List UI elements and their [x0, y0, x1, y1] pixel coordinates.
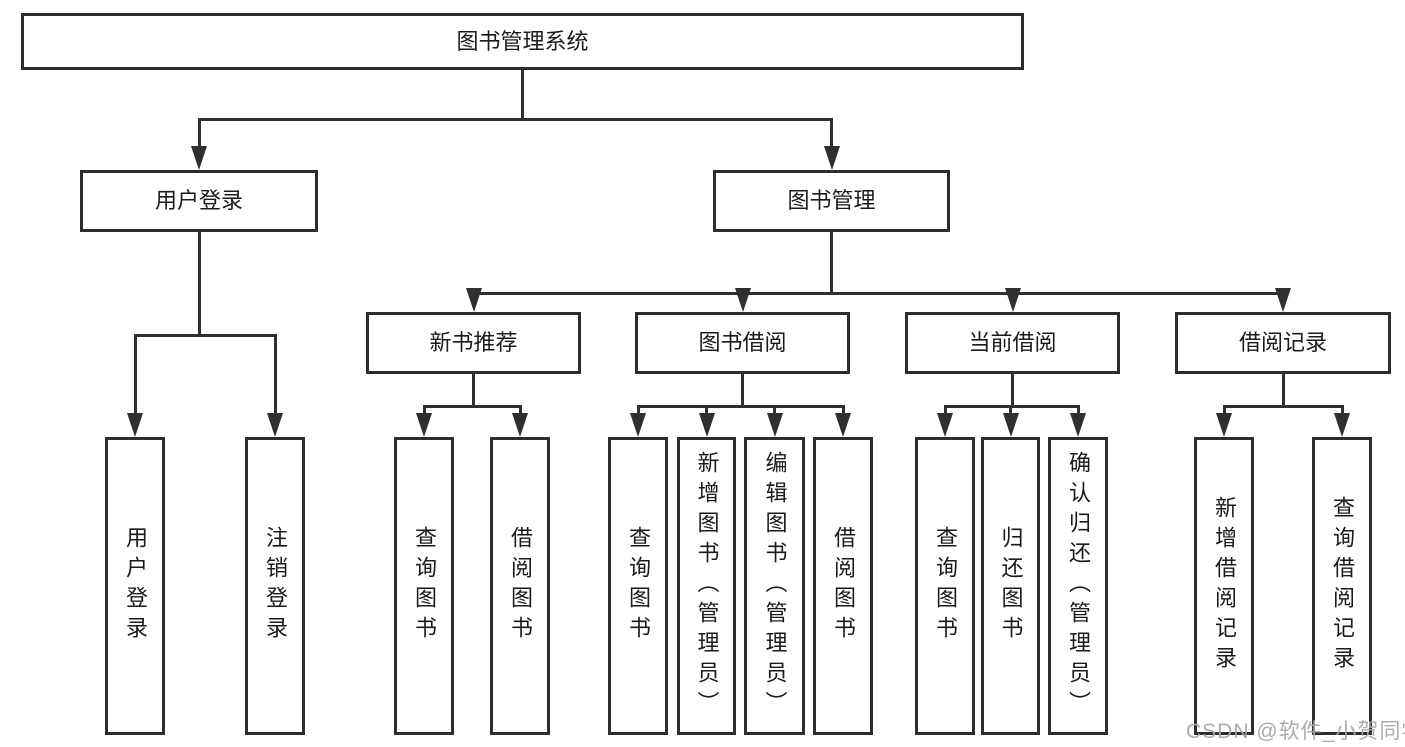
- connector-stem-current-borrow: [1011, 374, 1014, 408]
- node-borrow-record: 借阅记录: [1175, 312, 1391, 374]
- node-cb-confirm-return: 确认归还（管理员）: [1048, 437, 1108, 735]
- arrowhead-bb-edit-book: [766, 413, 783, 437]
- node-label-login-action: 用户登录: [123, 526, 148, 646]
- node-logout-action: 注销登录: [245, 437, 305, 735]
- node-label-root: 图书管理系统: [456, 28, 589, 54]
- connector-bar-borrow-record: [1222, 405, 1344, 408]
- connector-stem-user-login: [197, 232, 201, 337]
- node-label-bb-edit-book: 编辑图书（管理员）: [762, 451, 788, 721]
- arrowhead-bb-add-book: [698, 413, 715, 437]
- connector-drop-cb-query-book: [943, 405, 947, 417]
- connector-drop-cb-confirm-return: [1076, 405, 1080, 417]
- node-root: 图书管理系统: [21, 13, 1024, 70]
- connector-drop-rec-query-book: [422, 405, 426, 417]
- connector-stem-book-borrow: [741, 374, 744, 408]
- node-label-rec-query-book: 查询图书: [412, 526, 437, 646]
- node-login-action: 用户登录: [105, 437, 165, 735]
- connector-drop-bb-borrow-book: [841, 405, 845, 417]
- node-label-cb-return-book: 归还图书: [998, 526, 1024, 646]
- node-book-borrow: 图书借阅: [635, 312, 850, 374]
- node-label-new-book-rec: 新书推荐: [429, 330, 518, 355]
- arrowhead-book-borrow: [734, 288, 751, 312]
- connector-drop-bb-add-book: [705, 405, 708, 417]
- arrowhead-cb-confirm-return: [1070, 413, 1086, 437]
- arrowhead-br-query-record: [1334, 413, 1350, 437]
- node-label-current-borrow: 当前借阅: [968, 330, 1057, 355]
- node-br-add-record: 新增借阅记录: [1194, 437, 1254, 735]
- node-bb-add-book: 新增图书（管理员）: [677, 437, 736, 735]
- node-rec-borrow-book: 借阅图书: [490, 437, 550, 735]
- node-cb-return-book: 归还图书: [981, 437, 1040, 735]
- csdn-watermark: CSDN @软件_小贺同学: [1186, 720, 1405, 743]
- node-label-book-mgmt: 图书管理: [787, 188, 876, 213]
- connector-drop-login-action: [133, 334, 137, 417]
- arrowhead-cb-return-book: [1002, 413, 1019, 437]
- node-br-query-record: 查询借阅记录: [1312, 437, 1372, 735]
- connector-drop-bb-query-book: [636, 405, 640, 417]
- node-label-rec-borrow-book: 借阅图书: [508, 526, 533, 646]
- arrowhead-user-login: [191, 146, 207, 170]
- connector-stem-new-book-rec: [472, 374, 475, 408]
- node-label-br-add-record: 新增借阅记录: [1212, 496, 1237, 676]
- node-label-book-borrow: 图书借阅: [698, 330, 787, 355]
- node-label-br-query-record: 查询借阅记录: [1330, 496, 1355, 676]
- node-label-user-login: 用户登录: [154, 188, 243, 213]
- connector-drop-logout-action: [273, 334, 277, 417]
- node-label-bb-add-book: 新增图书（管理员）: [694, 451, 720, 721]
- connector-bar-book-borrow: [636, 405, 845, 408]
- connector-bar-root: [197, 118, 833, 121]
- arrowhead-bb-query-book: [630, 413, 646, 437]
- connector-bar-user-login: [133, 334, 277, 337]
- connector-bar-new-book-rec: [422, 405, 522, 408]
- connector-stem-root: [521, 70, 524, 121]
- node-rec-query-book: 查询图书: [394, 437, 454, 735]
- arrowhead-rec-borrow-book: [512, 413, 528, 437]
- node-label-cb-confirm-return: 确认归还（管理员）: [1066, 451, 1091, 721]
- connector-drop-rec-borrow-book: [518, 405, 522, 417]
- connector-bar-book-mgmt: [472, 292, 1285, 295]
- node-bb-borrow-book: 借阅图书: [813, 437, 873, 735]
- connector-drop-br-query-record: [1340, 405, 1344, 417]
- connector-stem-book-mgmt: [830, 232, 833, 295]
- arrowhead-login-action: [127, 413, 143, 437]
- node-current-borrow: 当前借阅: [905, 312, 1120, 374]
- node-label-bb-borrow-book: 借阅图书: [831, 526, 856, 646]
- arrowhead-book-mgmt: [823, 146, 840, 170]
- arrowhead-br-add-record: [1216, 413, 1232, 437]
- node-label-logout-action: 注销登录: [263, 526, 288, 646]
- connector-drop-user-login: [197, 118, 201, 150]
- node-user-login: 用户登录: [80, 170, 318, 232]
- node-label-bb-query-book: 查询图书: [626, 526, 651, 646]
- connector-drop-br-add-record: [1222, 405, 1226, 417]
- arrowhead-borrow-record: [1275, 288, 1291, 312]
- connector-drop-book-mgmt: [830, 118, 833, 150]
- connector-stem-borrow-record: [1281, 374, 1285, 408]
- node-new-book-rec: 新书推荐: [366, 312, 581, 374]
- node-label-borrow-record: 借阅记录: [1238, 330, 1327, 355]
- node-bb-query-book: 查询图书: [608, 437, 668, 735]
- node-label-cb-query-book: 查询图书: [933, 526, 958, 646]
- node-book-mgmt: 图书管理: [713, 170, 950, 232]
- arrowhead-rec-query-book: [416, 413, 432, 437]
- node-cb-query-book: 查询图书: [915, 437, 975, 735]
- arrowhead-cb-query-book: [937, 413, 953, 437]
- connector-drop-cb-return-book: [1009, 405, 1012, 417]
- arrowhead-new-book-rec: [465, 288, 482, 312]
- node-bb-edit-book: 编辑图书（管理员）: [744, 437, 805, 735]
- connector-drop-bb-edit-book: [773, 405, 776, 417]
- arrowhead-logout-action: [267, 413, 283, 437]
- arrowhead-current-borrow: [1004, 288, 1021, 312]
- arrowhead-bb-borrow-book: [835, 413, 851, 437]
